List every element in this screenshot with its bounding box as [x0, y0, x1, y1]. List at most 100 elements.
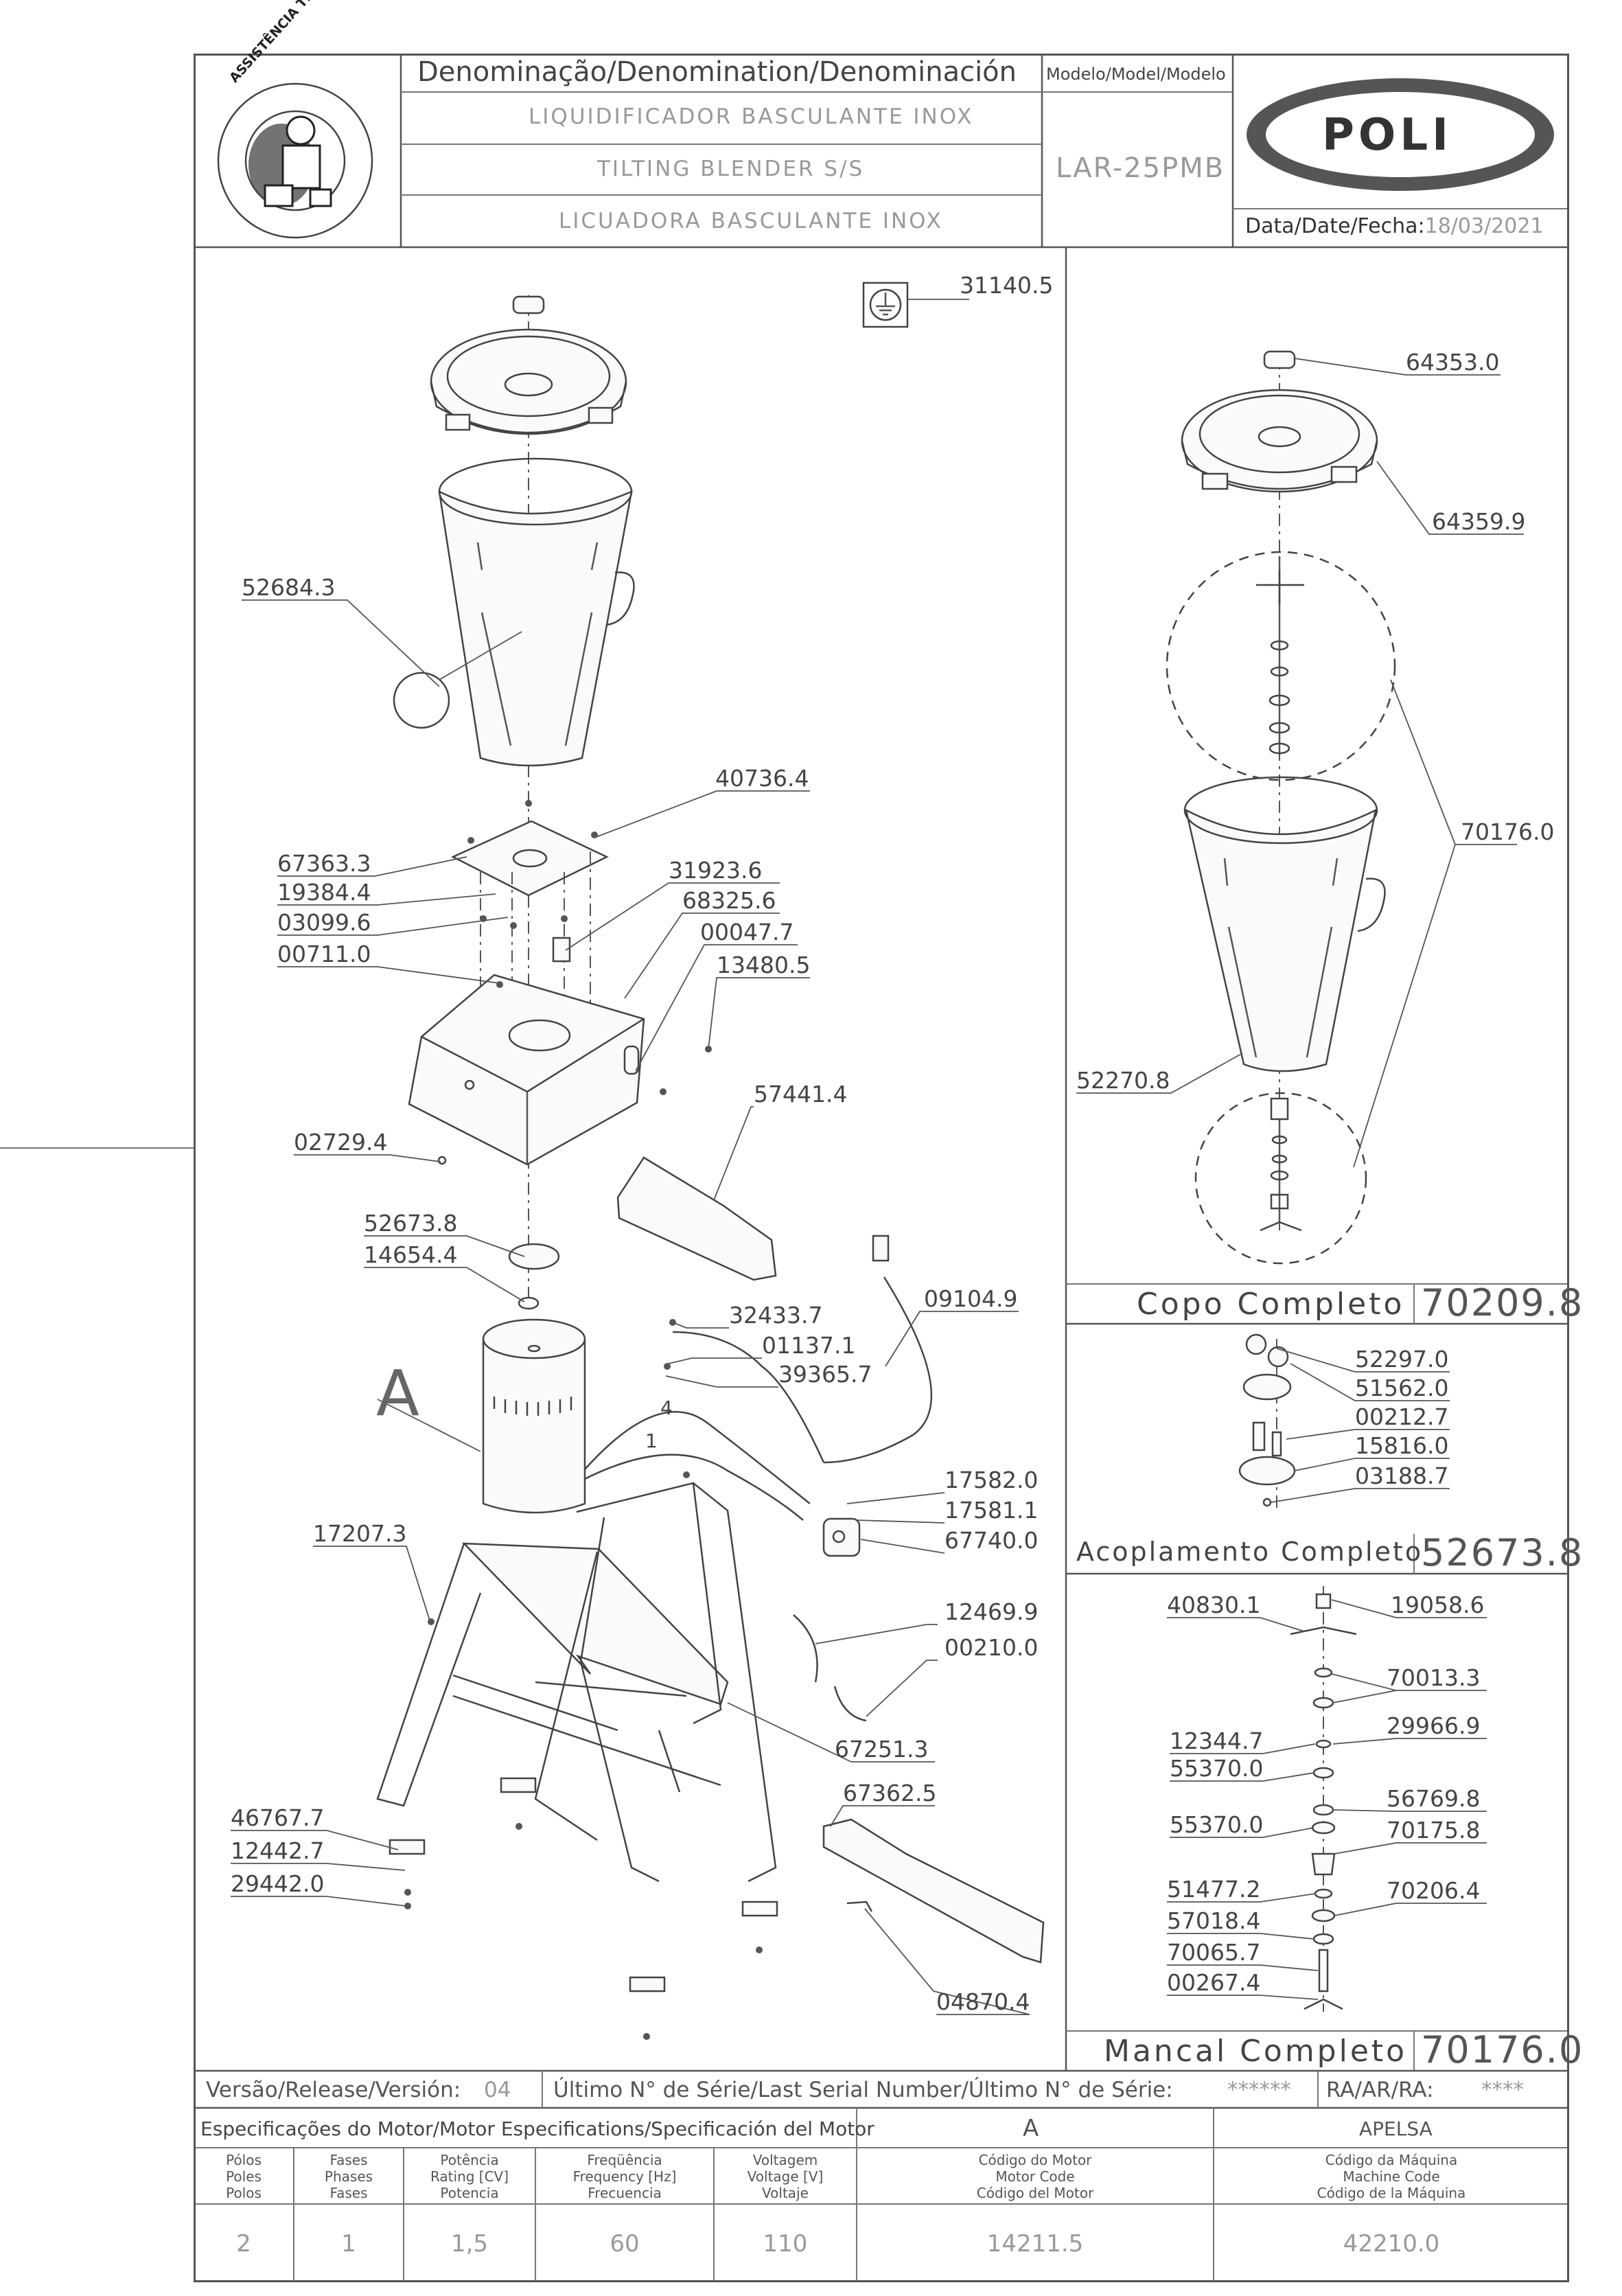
spec-col-phases-en: Phases [324, 2168, 373, 2185]
label-39365: 39365.7 [778, 1361, 872, 1388]
date-label: Data/Date/Fecha: [1245, 214, 1425, 238]
poli-logo-icon [1247, 78, 1554, 191]
label-03099: 03099.6 [277, 909, 371, 936]
label-70065: 70065.7 [1167, 1939, 1261, 1966]
label-67740: 67740.0 [945, 1527, 1039, 1554]
cup-assembly-code: 70209.8 [1421, 1281, 1584, 1324]
label-31140: 31140.5 [960, 272, 1054, 299]
coupling-assembly-code: 52673.8 [1421, 1531, 1584, 1574]
label-70176: 70176.0 [1461, 818, 1555, 845]
label-52673: 52673.8 [364, 1210, 458, 1237]
ra-value: **** [1481, 2078, 1524, 2102]
motor-spec-header: Especificações do Motor/Motor Especifica… [200, 2117, 874, 2140]
label-12442: 12442.7 [231, 1837, 325, 1864]
label-51562: 51562.0 [1355, 1375, 1449, 1401]
label-17207: 17207.3 [313, 1520, 407, 1547]
name-en: TILTING BLENDER S/S [597, 157, 865, 181]
wire-number-1: 1 [645, 1430, 658, 1452]
spec-val-motor-code: 14211.5 [986, 2230, 1084, 2258]
label-02729: 02729.4 [294, 1129, 388, 1156]
coupling-assembly-name: Acoplamento Completo [1076, 1537, 1424, 1567]
date-field: Data/Date/Fecha:18/03/2021 [1245, 214, 1544, 238]
name-pt: LIQUIDIFICADOR BASCULANTE INOX [529, 104, 974, 129]
drawing-sheet [194, 54, 1569, 2282]
spec-col-motor-code-en: Motor Code [995, 2168, 1075, 2185]
spec-col-frequency-en: Frequency [Hz] [572, 2168, 677, 2185]
brand-name: POLI [1322, 110, 1452, 161]
label-46767: 46767.7 [231, 1804, 325, 1831]
spec-col-frequency-es: Frecuencia [588, 2185, 662, 2201]
label-17581: 17581.1 [945, 1497, 1039, 1524]
release-label: Versão/Release/Versión: [206, 2078, 461, 2102]
spec-col-poles-pt: Pólos [226, 2152, 262, 2168]
label-31923: 31923.6 [669, 857, 763, 884]
label-52270: 52270.8 [1076, 1067, 1170, 1094]
label-00212: 00212.7 [1355, 1403, 1449, 1430]
label-12469: 12469.9 [945, 1598, 1039, 1625]
label-29442: 29442.0 [231, 1870, 325, 1897]
ground-symbol-icon [862, 282, 909, 328]
label-67363: 67363.3 [277, 850, 371, 877]
label-03188: 03188.7 [1355, 1462, 1449, 1489]
denomination-label: Denominação/Denomination/Denominación [417, 56, 1017, 88]
technical-assistance-seal-icon [217, 82, 373, 239]
spec-col-voltage-pt: Voltagem [752, 2152, 818, 2168]
spec-val-voltage: 110 [763, 2230, 808, 2258]
label-40736: 40736.4 [715, 765, 809, 792]
label-55370-b: 55370.0 [1170, 1811, 1264, 1838]
label-00267: 00267.4 [1167, 1969, 1261, 1996]
label-51477: 51477.2 [1167, 1876, 1261, 1903]
spec-col-motor-code-pt: Código do Motor [978, 2152, 1092, 2168]
label-40830: 40830.1 [1167, 1592, 1261, 1618]
label-19058: 19058.6 [1391, 1592, 1485, 1618]
cup-assembly-name: Copo Completo [1137, 1287, 1405, 1322]
label-19384: 19384.4 [277, 879, 371, 906]
spec-col-motor-code-es: Código del Motor [976, 2185, 1094, 2201]
label-09104: 09104.9 [924, 1285, 1018, 1312]
spec-val-machine-code: 42210.0 [1343, 2230, 1440, 2258]
label-01137: 01137.1 [762, 1332, 856, 1359]
spec-col-phases-pt: Fases [329, 2152, 368, 2168]
label-12344: 12344.7 [1170, 1727, 1264, 1754]
label-14654: 14654.4 [364, 1241, 458, 1268]
spec-val-rating: 1,5 [450, 2230, 489, 2258]
ra-label: RA/AR/RA: [1326, 2078, 1434, 2102]
label-00711: 00711.0 [277, 941, 371, 967]
label-64353: 64353.0 [1406, 349, 1500, 376]
spec-col-machine-code-es: Código de la Máquina [1317, 2185, 1466, 2201]
spec-col-machine-code-en: Machine Code [1343, 2168, 1440, 2185]
label-13480: 13480.5 [717, 952, 811, 978]
spec-col-frequency-pt: Freqüência [587, 2152, 662, 2168]
bearing-assembly-code: 70176.0 [1421, 2028, 1584, 2071]
spec-col-machine-code-pt: Código da Máquina [1325, 2152, 1458, 2168]
label-04870: 04870.4 [936, 1988, 1030, 2015]
bearing-assembly-name: Mancal Completo [1104, 2034, 1408, 2069]
spec-val-poles: 2 [236, 2230, 251, 2258]
label-67362: 67362.5 [843, 1780, 937, 1806]
label-52684: 52684.3 [242, 574, 336, 601]
motor-maker: APELSA [1359, 2117, 1433, 2140]
label-56769: 56769.8 [1387, 1785, 1481, 1812]
label-70175: 70175.8 [1387, 1817, 1481, 1844]
motor-id: A [1023, 2115, 1039, 2142]
label-29966: 29966.9 [1387, 1712, 1481, 1739]
serial-value: ****** [1227, 2078, 1291, 2102]
wire-number-4: 4 [660, 1397, 673, 1419]
label-32433: 32433.7 [729, 1302, 823, 1329]
spec-val-frequency: 60 [610, 2230, 640, 2258]
label-68325: 68325.6 [682, 887, 776, 914]
label-64359: 64359.9 [1432, 508, 1526, 535]
spec-val-phases: 1 [341, 2230, 356, 2258]
label-52297: 52297.0 [1355, 1346, 1449, 1373]
label-57441: 57441.4 [754, 1081, 848, 1107]
spec-col-voltage-es: Voltaje [762, 2185, 809, 2201]
label-00210: 00210.0 [945, 1634, 1039, 1661]
date-value: 18/03/2021 [1424, 214, 1544, 238]
serial-label: Último N° de Série/Last Serial Number/Úl… [553, 2078, 1173, 2102]
